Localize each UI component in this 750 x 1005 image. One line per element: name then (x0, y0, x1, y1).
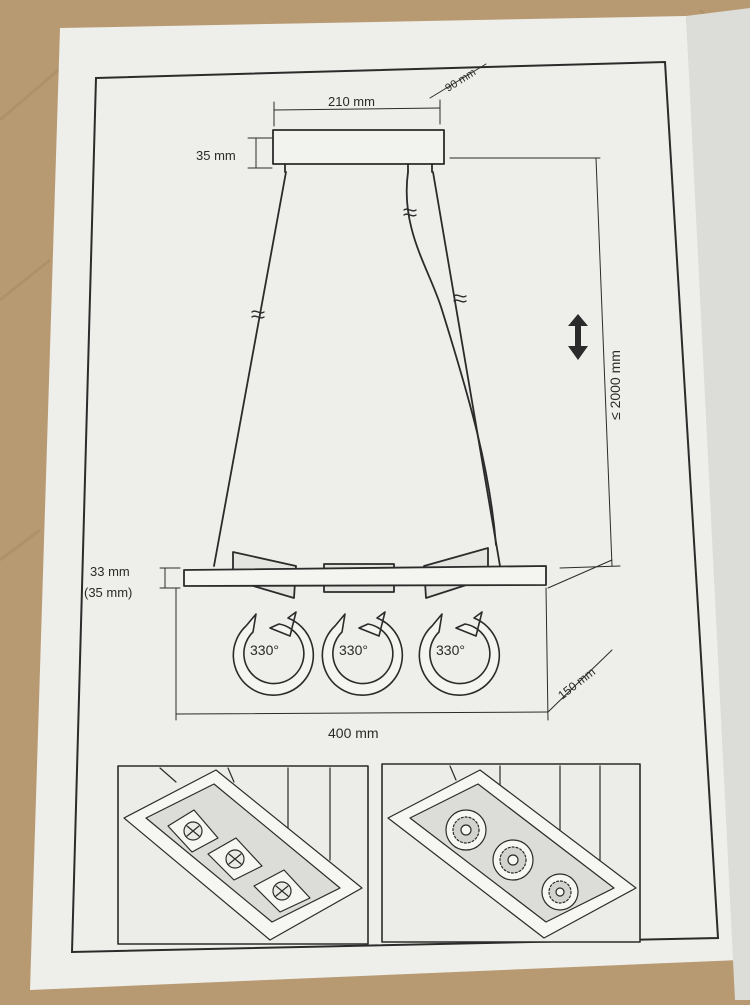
round-spot-3-icon (541, 873, 579, 911)
square-spot-1-icon (167, 809, 219, 853)
round-spot-2-icon (492, 839, 534, 881)
round-spot-1-icon (445, 809, 487, 851)
canopy-width-label: 210 mm (328, 94, 375, 109)
square-spot-2-icon (207, 837, 263, 881)
power-cable (405, 171, 497, 546)
max-drop-label: ≤ 2000 mm (607, 350, 623, 420)
paper-sheet (30, 16, 740, 990)
bar-length-label: 400 mm (328, 725, 379, 741)
rotation-arrow-1-icon (232, 611, 315, 696)
lamp-bar (183, 565, 547, 587)
canopy-dimension-lines (247, 63, 487, 169)
bar-dimension-lines (159, 559, 613, 721)
rotation-arrow-2-icon (321, 611, 404, 696)
square-spot-3-icon (253, 869, 311, 913)
second-sheet (686, 8, 750, 1000)
suspension-wire-right (432, 171, 501, 567)
rotation-arrow-3-icon (418, 611, 501, 696)
bar-height-label: 33 mm (90, 564, 130, 579)
page-frame (70, 60, 720, 954)
bar-height-alt-label: (35 mm) (84, 585, 132, 600)
ceiling-canopy (272, 129, 445, 165)
round-spot-housing (387, 765, 637, 939)
canopy-height-label: 35 mm (196, 148, 236, 163)
square-spot-housing (123, 767, 363, 941)
height-dimension-lines (449, 157, 621, 569)
adjustable-height-icon (568, 314, 588, 360)
suspension-wire-left (213, 171, 287, 567)
rotation-label-2: 330° (339, 642, 368, 658)
rotation-label-1: 330° (250, 642, 279, 658)
rotation-label-3: 330° (436, 642, 465, 658)
